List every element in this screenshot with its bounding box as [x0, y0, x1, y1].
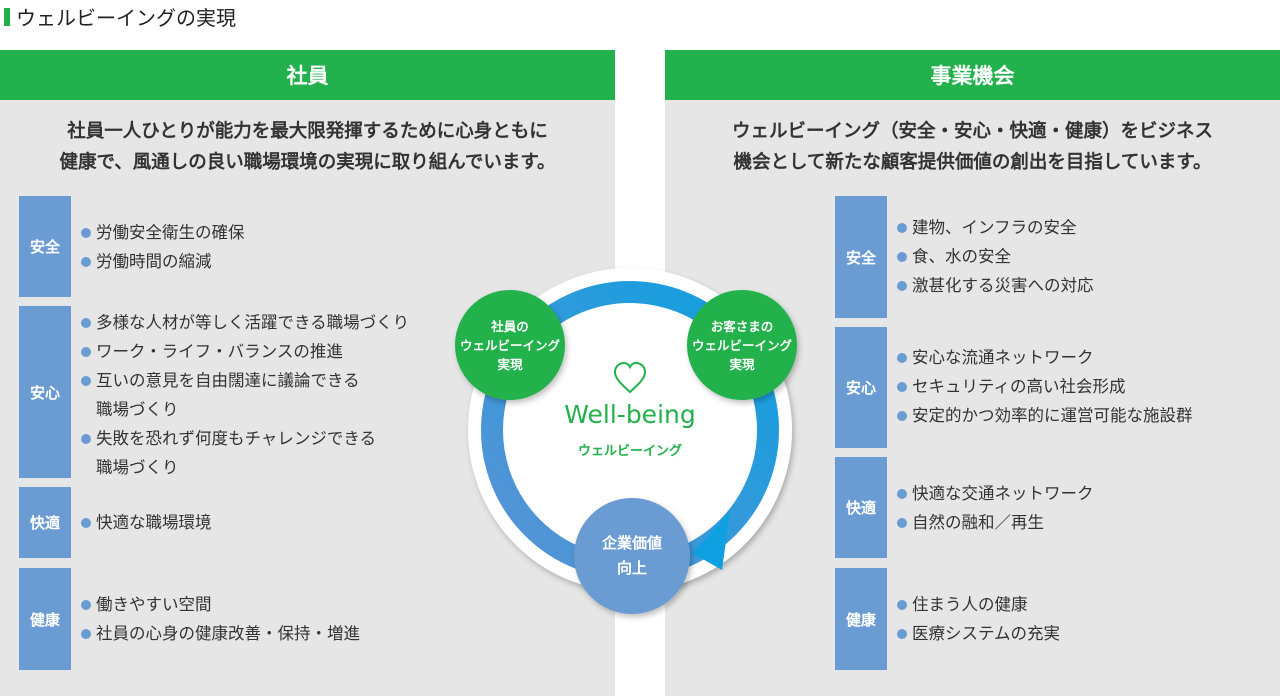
employee-circle: [455, 290, 565, 400]
category-items: 建物、インフラの安全 食、水の安全 激甚化する災害への対応: [896, 213, 1094, 300]
label-line: 実現: [729, 357, 755, 372]
category-items: 安心な流通ネットワーク セキュリティの高い社会形成 安定的かつ効率的に運営可能な…: [896, 343, 1193, 430]
category-health: 健康: [19, 568, 71, 670]
lead-line: 機会として新たな顧客提供価値の創出を目指しています。: [733, 152, 1212, 173]
employee-panel: 社員 社員一人ひとりが能力を最大限発揮するために心身ともに健康で、風通しの良い職…: [0, 50, 615, 696]
category-safety: 安全: [835, 196, 887, 318]
list-item: ワーク・ライフ・バランスの推進: [80, 337, 409, 366]
category-security: 安心: [19, 306, 71, 478]
label-line: お客さまの: [710, 319, 774, 334]
list-item: 安定的かつ効率的に運営可能な施設群: [896, 401, 1193, 430]
list-item: 働きやすい空間: [80, 590, 360, 619]
category-items: 快適な職場環境: [80, 508, 212, 537]
category-safety: 安全: [19, 196, 71, 297]
category-comfort: 快適: [835, 457, 887, 558]
list-item: 多様な人材が等しく活躍できる職場づくり: [80, 308, 409, 337]
category-items: 住まう人の健康 医療システムの充実: [896, 590, 1060, 648]
list-item: 住まう人の健康: [896, 590, 1060, 619]
list-item: 職場づくり: [96, 458, 179, 477]
category-items: 労働安全衛生の確保 労働時間の縮減: [80, 218, 245, 276]
category-comfort: 快適: [19, 487, 71, 558]
list-item: 失敗を恐れず何度もチャレンジできる: [80, 424, 409, 453]
list-item: セキュリティの高い社会形成: [896, 372, 1193, 401]
list-item: 労働時間の縮減: [80, 247, 245, 276]
heart-icon: [613, 361, 647, 394]
label-line: 実現: [497, 357, 523, 372]
customer-circle: [687, 290, 797, 400]
center-title-ja: ウェルビーイング: [577, 444, 682, 459]
category-health: 健康: [835, 568, 887, 670]
label-line: ウェルビーイング: [691, 338, 792, 353]
list-item: 激甚化する災害への対応: [896, 271, 1094, 300]
category-items: 多様な人材が等しく活躍できる職場づくり ワーク・ライフ・バランスの推進 互いの意…: [80, 308, 409, 482]
list-item: 快適な交通ネットワーク: [896, 479, 1094, 508]
list-item: 社員の心身の健康改善・保持・増進: [80, 619, 360, 648]
center-title-en: Well-being: [564, 400, 696, 429]
list-item: 労働安全衛生の確保: [80, 218, 245, 247]
lead-line: ウェルビーイング（安全・安心・快適・健康）をビジネス: [731, 121, 1213, 142]
corporate-value-label: 企業価値向上: [582, 531, 682, 581]
employee-wellbeing-label: 社員のウェルビーイング実現: [455, 317, 565, 374]
list-item: 互いの意見を自由闊達に議論できる: [80, 366, 409, 395]
list-item: 自然の融和／再生: [896, 508, 1094, 537]
label-line: 向上: [616, 559, 647, 577]
employee-header: 社員: [0, 50, 615, 100]
lead-line: 社員一人ひとりが能力を最大限発揮するために心身ともに: [67, 121, 548, 142]
lead-line: 健康で、風通しの良い職場環境の実現に取り組んでいます。: [59, 152, 556, 173]
business-header: 事業機会: [665, 50, 1280, 100]
category-security: 安心: [835, 327, 887, 448]
list-item: 医療システムの充実: [896, 619, 1060, 648]
customer-wellbeing-label: お客さまのウェルビーイング実現: [687, 317, 797, 374]
label-line: 社員の: [491, 319, 529, 334]
business-lead: ウェルビーイング（安全・安心・快適・健康）をビジネス機会として新たな顧客提供価値…: [665, 116, 1280, 178]
list-item: 安心な流通ネットワーク: [896, 343, 1193, 372]
employee-lead: 社員一人ひとりが能力を最大限発揮するために心身ともに健康で、風通しの良い職場環境…: [0, 116, 615, 178]
list-item: 建物、インフラの安全: [896, 213, 1094, 242]
page-title: ウェルビーイングの実現: [4, 2, 236, 31]
list-item: 食、水の安全: [896, 242, 1094, 271]
value-circle: [574, 498, 690, 614]
title-marker: [4, 7, 10, 26]
title-text: ウェルビーイングの実現: [16, 6, 236, 30]
list-item: 快適な職場環境: [80, 508, 212, 537]
label-line: ウェルビーイング: [459, 338, 560, 353]
category-items: 快適な交通ネットワーク 自然の融和／再生: [896, 479, 1094, 537]
list-item: 職場づくり: [96, 400, 179, 419]
cycle-arrowhead-icon: [692, 512, 730, 570]
label-line: 企業価値: [601, 534, 662, 552]
category-items: 働きやすい空間 社員の心身の健康改善・保持・増進: [80, 590, 360, 648]
